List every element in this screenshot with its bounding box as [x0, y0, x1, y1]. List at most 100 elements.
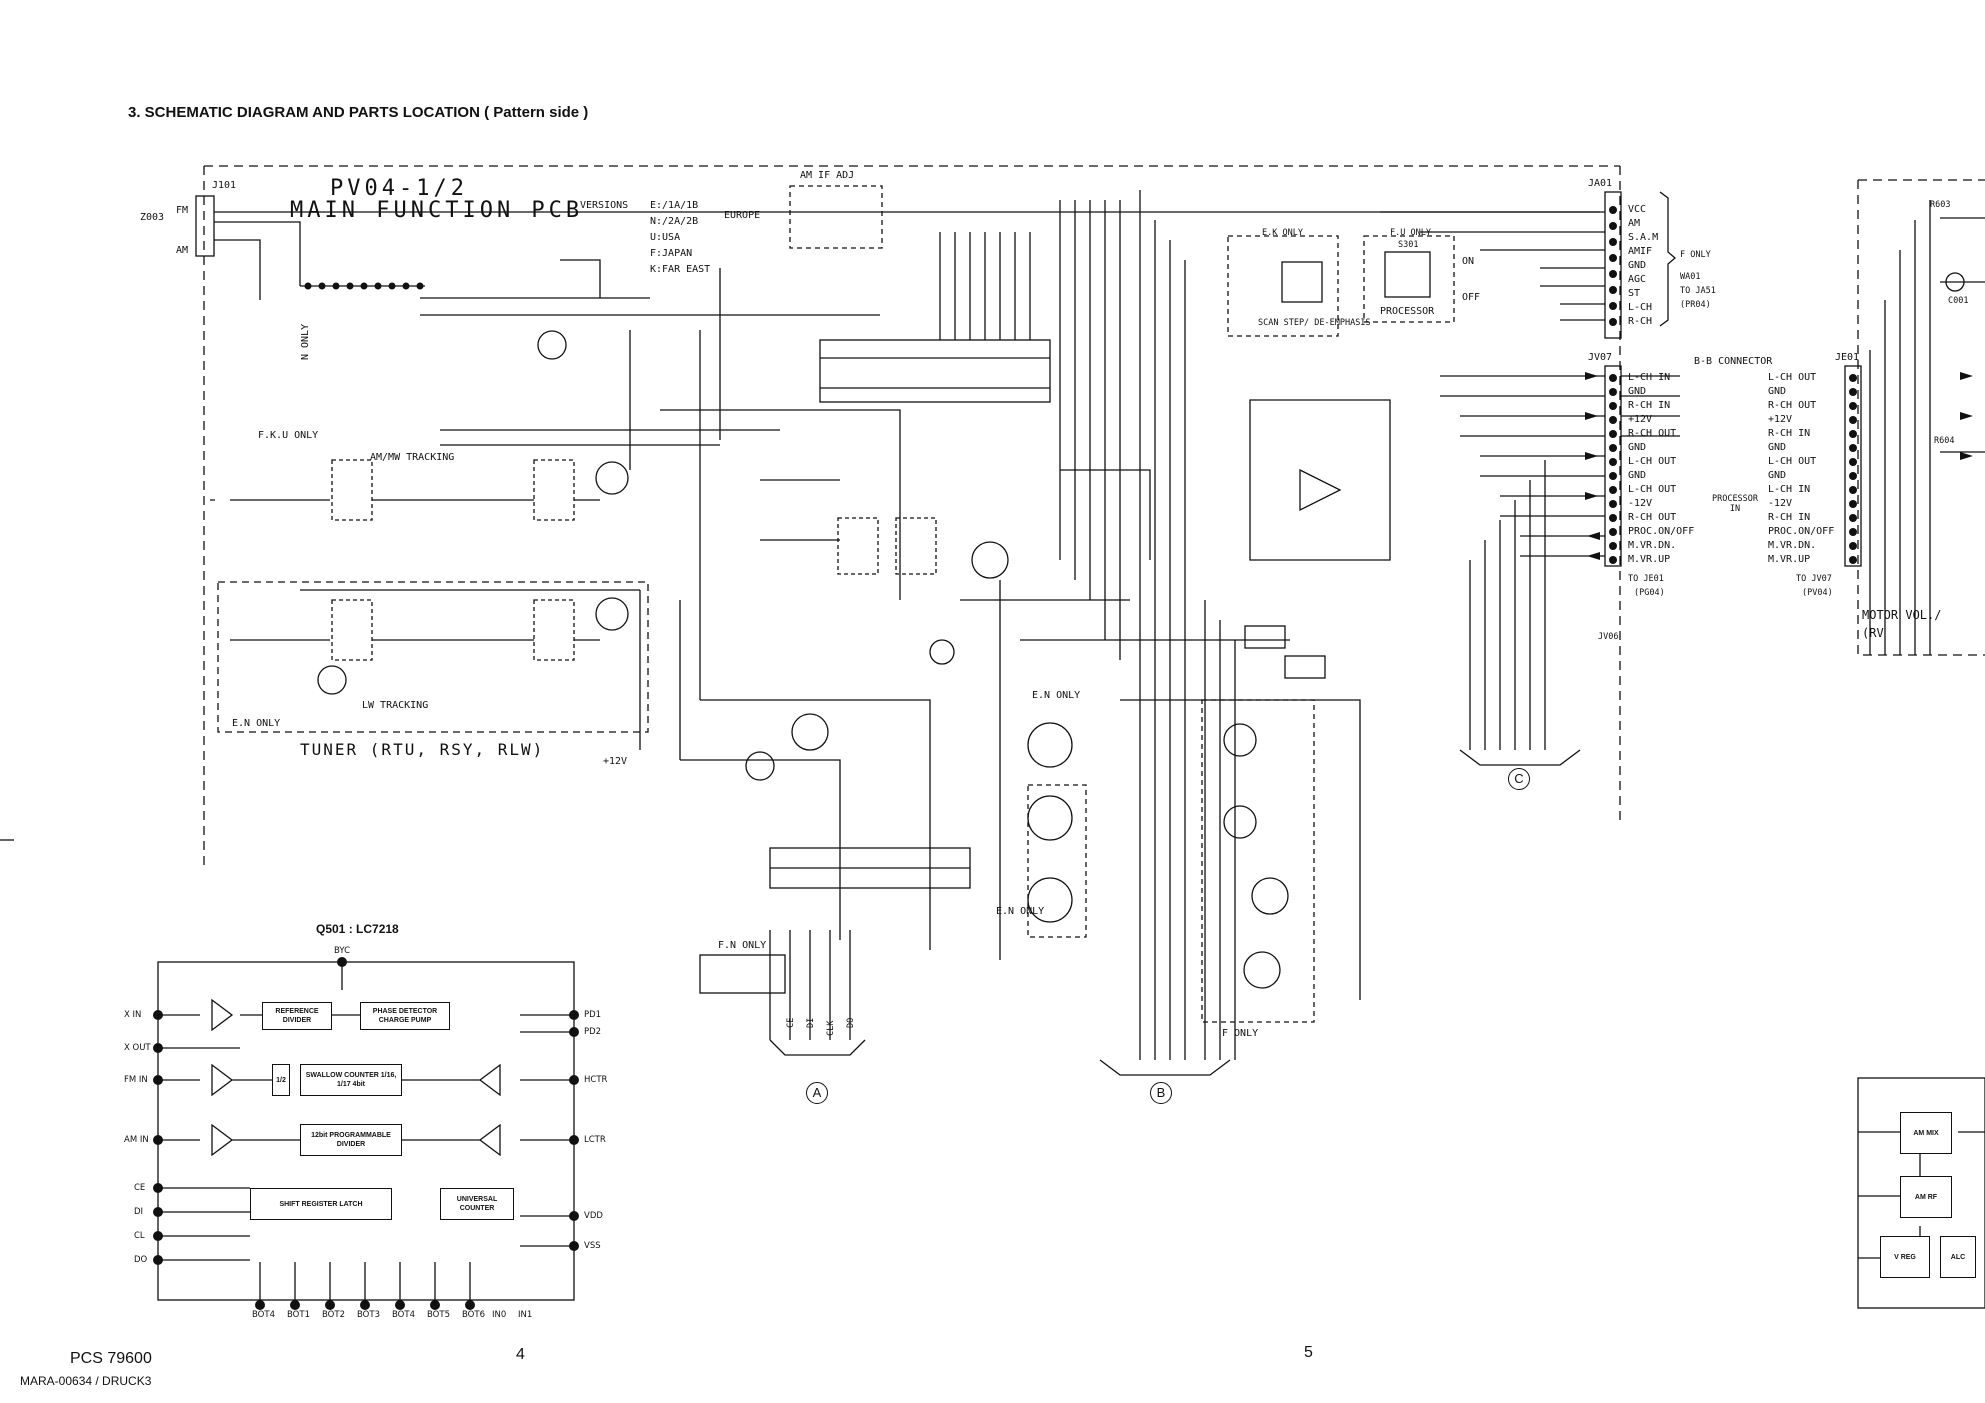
jv07-pin-8: GND — [1628, 470, 1647, 481]
ja01-note: F ONLY — [1680, 250, 1711, 260]
switch-off-label: OFF — [1462, 292, 1481, 303]
amw-tracking-label: AM/MW TRACKING — [370, 452, 455, 463]
f-only-label: F ONLY — [1222, 1028, 1259, 1039]
ja01-to: TO JA51 — [1680, 286, 1716, 296]
ja01-pin-st: ST — [1628, 288, 1641, 299]
ic-phase-detector: PHASE DETECTOR CHARGE PUMP — [360, 1002, 450, 1030]
fu-only-label: F.U ONLY — [1390, 228, 1431, 238]
jv07-pin-1: L-CH IN — [1628, 372, 1671, 383]
ek-only-label: E.K ONLY — [1262, 228, 1303, 238]
resistor-r604: R604 — [1934, 436, 1955, 446]
ja01-pin-gnd: GND — [1628, 260, 1647, 271]
jv07-pin-11: R-CH OUT — [1628, 512, 1677, 523]
block-alc: ALC — [1940, 1236, 1976, 1278]
bus-pin-do: DO — [846, 1017, 856, 1028]
plus12v-label: +12V — [603, 756, 628, 767]
ic-pin-xout: X OUT — [124, 1043, 151, 1053]
jv07-pin-14: M.VR.UP — [1628, 554, 1671, 565]
ic-bottom-pin-8: IN0 — [492, 1310, 507, 1320]
connector-j101: J101 — [212, 180, 237, 191]
scan-step-label: SCAN STEP/ DE-EMPHASIS — [1258, 318, 1371, 328]
ic-half-divider: 1/2 — [272, 1064, 290, 1096]
bb-connector-label: B-B CONNECTOR — [1694, 356, 1773, 367]
je01-pin-5: R-CH IN — [1768, 428, 1811, 439]
ja01-to-label: WA01 — [1680, 272, 1701, 282]
bus-marker-a: A — [806, 1082, 828, 1104]
processor-label: PROCESSOR — [1380, 306, 1435, 317]
je01-to: TO JV07 — [1796, 574, 1832, 584]
jv07-pin-10: -12V — [1628, 498, 1653, 509]
tuner-label: TUNER (RTU, RSY, RLW) — [300, 740, 545, 759]
ic-reference-divider: REFERENCE DIVIDER — [262, 1002, 332, 1030]
version-u: U:USA — [650, 232, 681, 243]
rv-label: (RV — [1862, 626, 1884, 640]
tuner-en-only: E.N ONLY — [232, 718, 281, 729]
jv07-pin-5: R-CH OUT — [1628, 428, 1677, 439]
je01-pin-13: M.VR.DN. — [1768, 540, 1817, 551]
ic-bottom-pin-9: IN1 — [518, 1310, 533, 1320]
version-k: K:FAR EAST — [650, 264, 711, 275]
jv07-to-pcb: (PG04) — [1634, 588, 1665, 598]
jv07-pin-9: L-CH OUT — [1628, 484, 1677, 495]
document-code: MARA-00634 / DRUCK3 — [20, 1374, 152, 1388]
n-only-label: N ONLY — [300, 323, 311, 360]
ja01-pin-agc: AGC — [1628, 274, 1647, 285]
ja01-pin-amif: AMIF — [1628, 246, 1653, 257]
model-number: PCS 79600 — [70, 1350, 152, 1367]
connector-ja01: JA01 — [1588, 178, 1613, 189]
version-n: N:/2A/2B — [650, 216, 699, 227]
pcb-name: PV04-1/2 — [330, 176, 468, 201]
ic-pin-vdd: VDD — [584, 1211, 603, 1221]
connector-je01: JE01 — [1835, 352, 1860, 363]
europe-label: EUROPE — [724, 210, 761, 221]
lw-tracking-label: LW TRACKING — [362, 700, 429, 711]
page-number-right: 5 — [1304, 1344, 1313, 1361]
je01-pin-10: -12V — [1768, 498, 1793, 509]
jv07-pin-6: GND — [1628, 442, 1647, 453]
fku-only-label: F.K.U ONLY — [258, 430, 319, 441]
ic-bottom-pin-3: BOT2 — [322, 1310, 345, 1320]
page-number-left: 4 — [516, 1346, 525, 1363]
ja01-pin-rch: R-CH — [1628, 316, 1653, 327]
ic-bottom-pin-7: BOT6 — [462, 1310, 485, 1320]
bus-marker-b: B — [1150, 1082, 1172, 1104]
bus-pin-di: DI — [806, 1017, 816, 1028]
switch-on-label: ON — [1462, 256, 1475, 267]
je01-pin-11: R-CH IN — [1768, 512, 1811, 523]
ic-pin-ce: CE — [134, 1183, 146, 1193]
ja01-pin-am: AM — [1628, 218, 1641, 229]
ic-title: Q501 : LC7218 — [316, 922, 399, 936]
ic-programmable-divider: 12bit PROGRAMMABLE DIVIDER — [300, 1124, 402, 1156]
page-title: 3. SCHEMATIC DIAGRAM AND PARTS LOCATION … — [128, 104, 589, 121]
ja01-pin-vcc: VCC — [1628, 204, 1647, 215]
ic-pin-pd2: PD2 — [584, 1027, 602, 1037]
je01-pin-3: R-CH OUT — [1768, 400, 1817, 411]
ic-pin-vss: VSS — [584, 1241, 601, 1251]
ic-bottom-pin-1: BOT4 — [252, 1310, 275, 1320]
motor-vol-label: MOTOR VOL./ — [1862, 608, 1942, 622]
ic-bottom-pin-2: BOT1 — [287, 1310, 310, 1320]
connector-jv06: JV06 — [1598, 632, 1619, 642]
ja01-pin-lch: L-CH — [1628, 302, 1653, 313]
ic-bottom-pin-5: BOT4 — [392, 1310, 415, 1320]
version-e: E:/1A/1B — [650, 200, 699, 211]
ic-swallow-counter: SWALLOW COUNTER 1/16, 1/17 4bit — [300, 1064, 402, 1096]
versions-label: VERSIONS — [580, 200, 629, 211]
connector-jv07: JV07 — [1588, 352, 1613, 363]
jv07-pin-2: GND — [1628, 386, 1647, 397]
ic-pin-fmin: FM IN — [124, 1075, 148, 1085]
ic-pin-pd1: PD1 — [584, 1010, 602, 1020]
ic-bottom-pin-6: BOT5 — [427, 1310, 450, 1320]
bus-pin-clk: CLK — [826, 1020, 836, 1036]
jv07-to: TO JE01 — [1628, 574, 1664, 584]
block-am-mix: AM MIX — [1900, 1112, 1952, 1154]
je01-pin-9: L-CH IN — [1768, 484, 1811, 495]
ic-pin-di: DI — [134, 1207, 144, 1217]
ic-pin-lctr: LCTR — [584, 1135, 606, 1145]
ic-pin-amin: AM IN — [124, 1135, 149, 1145]
jv07-pin-12: PROC.ON/OFF — [1628, 526, 1695, 537]
version-f: F:JAPAN — [650, 248, 693, 259]
je01-pin-7: L-CH OUT — [1768, 456, 1817, 467]
ic-vcc-pin: BYC — [334, 946, 351, 956]
ic-pin-xin: X IN — [124, 1010, 142, 1020]
